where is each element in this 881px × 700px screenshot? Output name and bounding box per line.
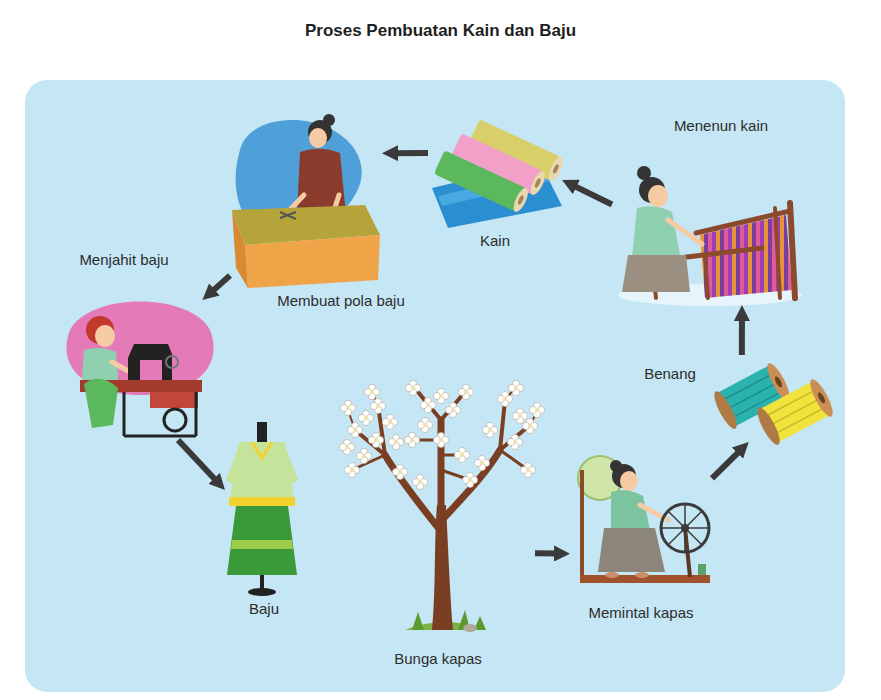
background-panel [25,80,845,692]
process-step: Memintal kapas [570,450,712,592]
arrow-connector [571,184,612,204]
step-label: Bunga kapas [394,650,482,668]
process-step: Baju [225,420,295,595]
step-label: Kain [480,232,510,250]
dress-on-mannequin [226,422,298,596]
arrow-connector [178,440,218,483]
cotton-tree [339,380,544,632]
process-step: Benang [720,355,835,442]
spinning-woman [578,456,710,583]
step-label: Memintal kapas [588,604,693,622]
process-step: Kain [428,125,562,225]
arrow-connector [392,150,428,156]
fabric-rolls [432,119,566,228]
pattern-maker [232,114,380,288]
weaving-woman [618,166,802,306]
process-step: Menjahit baju [58,300,210,440]
step-label: Menenun kain [674,117,768,135]
diagram-title: Proses Pembuatan Kain dan Baju [0,21,881,41]
step-label: Menjahit baju [79,251,168,269]
process-step: Menenun kain [612,155,802,305]
step-label: Baju [249,600,279,618]
thread-spools [710,361,836,448]
arrow-connector [712,449,742,478]
process-step: Bunga kapas [345,385,535,640]
arrow-connector [210,276,230,294]
arrow-connector [739,315,745,355]
step-label: Benang [644,365,696,383]
step-label: Membuat pola baju [277,292,405,310]
process-step: Membuat pola baju [230,110,382,290]
sewing-woman [66,302,213,437]
arrow-connector [535,550,560,556]
